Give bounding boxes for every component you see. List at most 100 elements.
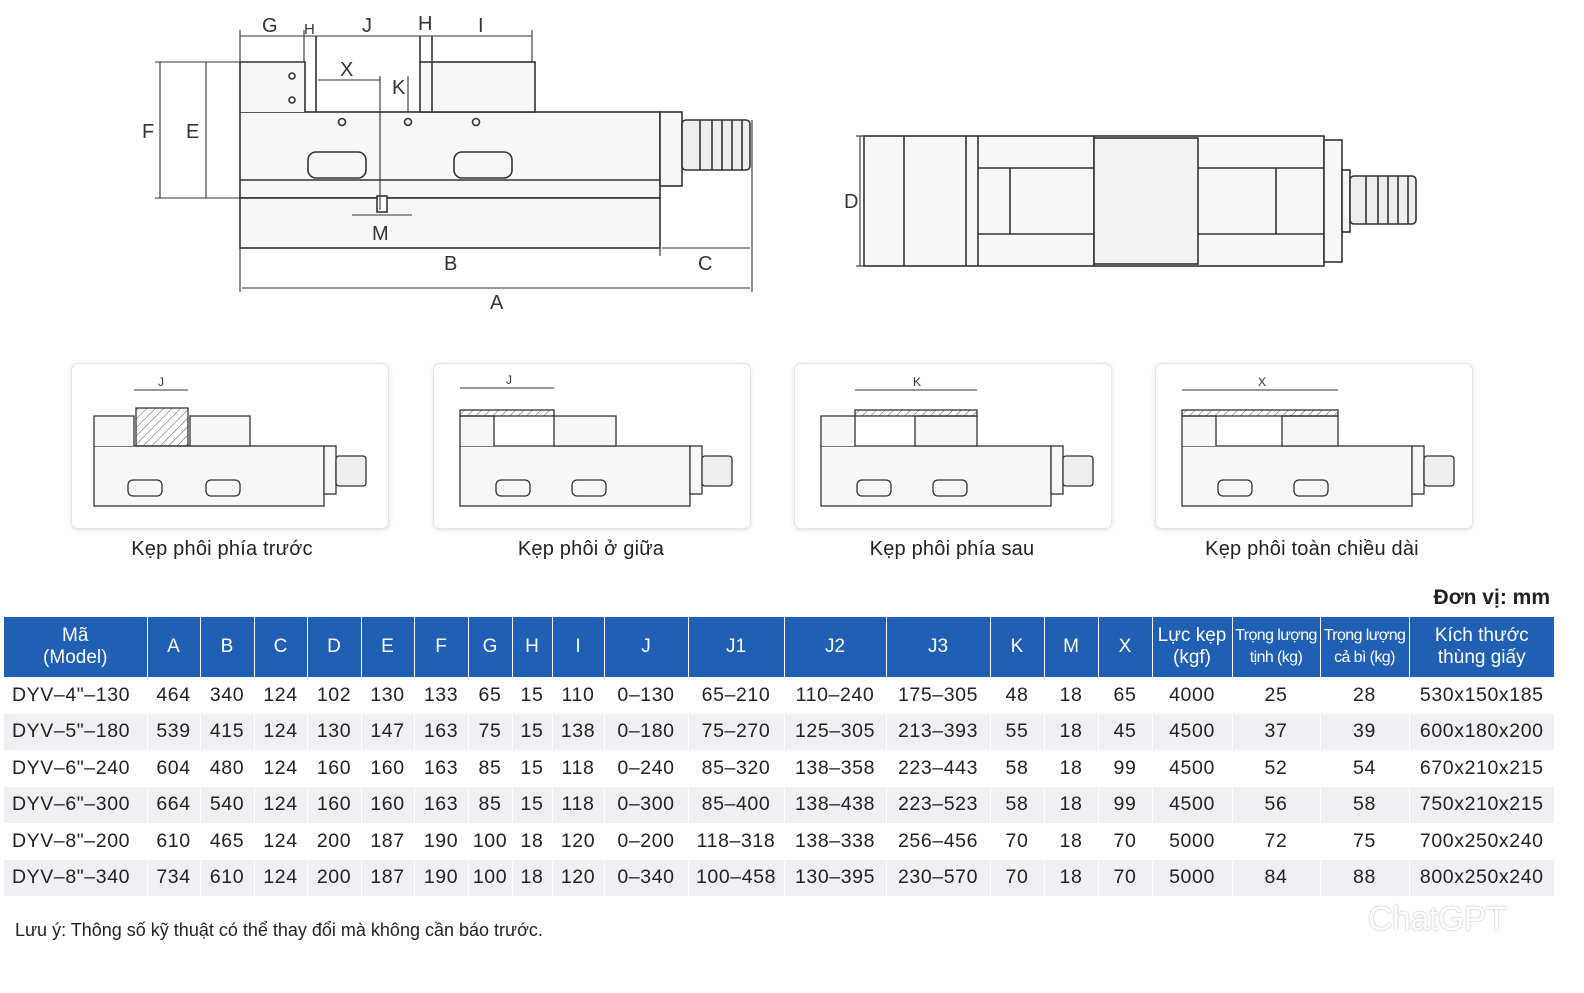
table-cell: 65 (468, 677, 513, 714)
model-cell: DYV–6"–300 (4, 786, 148, 823)
table-cell: 124 (254, 786, 308, 823)
header-line-1: K (1010, 636, 1024, 657)
header-line-1: A (167, 636, 180, 657)
table-cell: 70 (990, 823, 1045, 860)
header-line-1: F (435, 636, 447, 657)
header-line-1: J3 (927, 636, 949, 657)
table-cell: 75 (468, 713, 513, 750)
header-cell: Mã(Model) (4, 617, 148, 677)
table-cell: 0–240 (604, 750, 689, 787)
table-cell: 138 (552, 713, 605, 750)
dim-label-x: X (340, 59, 353, 81)
header-cell: A (147, 617, 201, 677)
header-line-1: D (327, 636, 341, 657)
header-line-1: H (525, 636, 539, 657)
dim-label-i: I (478, 15, 484, 37)
header-cell: J3 (886, 617, 991, 677)
dim-label-a: A (490, 292, 504, 314)
table-cell: 664 (147, 786, 201, 823)
header-line-1: J2 (824, 636, 846, 657)
table-cell: 120 (552, 823, 605, 860)
table-cell: 734 (147, 859, 201, 896)
table-cell: 530x150x185 (1419, 683, 1544, 706)
header-line-1: X (1118, 636, 1132, 657)
header-cell: F (414, 617, 469, 677)
table-cell: 750x210x215 (1409, 786, 1554, 823)
table-cell: 130–395 (784, 859, 887, 896)
table-cell: 124 (254, 859, 308, 896)
table-cell: 100 (468, 859, 513, 896)
table-cell: 160 (307, 750, 362, 787)
panel-rear-clamp: K (795, 364, 1111, 528)
header-line-1: C (273, 636, 288, 657)
table-cell: 70 (1098, 823, 1153, 860)
model-cell: DYV–8"–200 (4, 823, 148, 860)
table-cell: 18 (512, 823, 553, 860)
table-cell: 65–210 (688, 677, 785, 714)
header-line-2: cả bì (kg) (1334, 649, 1395, 666)
table-cell: 58 (1320, 786, 1410, 823)
dim-label-e: E (186, 121, 199, 143)
table-cell: 230–570 (886, 859, 991, 896)
table-cell: 70 (1098, 859, 1153, 896)
table-cell: 18 (1044, 786, 1099, 823)
header-line-1: J (641, 636, 651, 657)
table-cell: 700x250x240 (1419, 829, 1544, 852)
table-cell: 800x250x240 (1409, 859, 1554, 896)
table-cell: 163 (414, 713, 469, 750)
table-cell: 600x180x200 (1409, 713, 1554, 750)
header-line-1: J1 (725, 636, 747, 657)
table-cell: 256–456 (886, 823, 991, 860)
table-cell: 124 (254, 823, 308, 860)
header-line-2: thùng giấy (1437, 647, 1526, 668)
model-cell: DYV–8"–340 (4, 859, 148, 896)
table-cell: 213–393 (886, 713, 991, 750)
table-cell: 99 (1098, 786, 1153, 823)
header-cell: J2 (784, 617, 887, 677)
table-cell: 28 (1320, 677, 1410, 714)
table-cell: 85–320 (688, 750, 785, 787)
table-cell: 147 (361, 713, 415, 750)
table-cell: 39 (1320, 713, 1410, 750)
watermark: ChatGPT (1368, 900, 1507, 938)
table-cell: 4500 (1152, 786, 1233, 823)
dim-label-j: J (362, 15, 372, 37)
table-cell: 58 (990, 786, 1045, 823)
table-cell: 223–443 (886, 750, 991, 787)
header-line-1: Mã (62, 625, 89, 646)
table-cell: 4500 (1152, 713, 1233, 750)
dim-label-g: G (262, 15, 278, 37)
table-cell: 85 (468, 750, 513, 787)
header-cell: M (1044, 617, 1099, 677)
table-cell: 75–270 (688, 713, 785, 750)
panel-front-clamp: J (72, 364, 388, 528)
header-cell: J1 (688, 617, 785, 677)
header-line-2: (kgf) (1173, 647, 1211, 668)
header-cell: Trọng lượng cả bì (kg) (1320, 617, 1410, 677)
header-cell: Lực kẹp(kgf) (1152, 617, 1233, 677)
header-line-1: Trọng lượng (1323, 627, 1406, 644)
table-cell: 124 (254, 677, 308, 714)
header-line-1: Trọng lượng (1235, 627, 1317, 644)
table-cell: 175–305 (886, 677, 991, 714)
table-cell: 163 (414, 750, 469, 787)
header-line-1: B (220, 636, 234, 657)
table-cell: 15 (512, 677, 553, 714)
dim-label-f: F (142, 121, 154, 143)
table-cell: 25 (1232, 677, 1321, 714)
table-cell: 65 (1098, 677, 1153, 714)
table-cell: 100–458 (688, 859, 785, 896)
model-cell: DYV–6"–240 (4, 750, 148, 787)
header-cell: C (254, 617, 308, 677)
table-cell: 118–318 (688, 823, 785, 860)
table-cell: 15 (512, 713, 553, 750)
table-cell: 18 (1044, 859, 1099, 896)
table-cell: 160 (307, 786, 362, 823)
table-cell: 54 (1320, 750, 1410, 787)
table-cell: 5000 (1152, 859, 1233, 896)
header-cell: K (990, 617, 1045, 677)
